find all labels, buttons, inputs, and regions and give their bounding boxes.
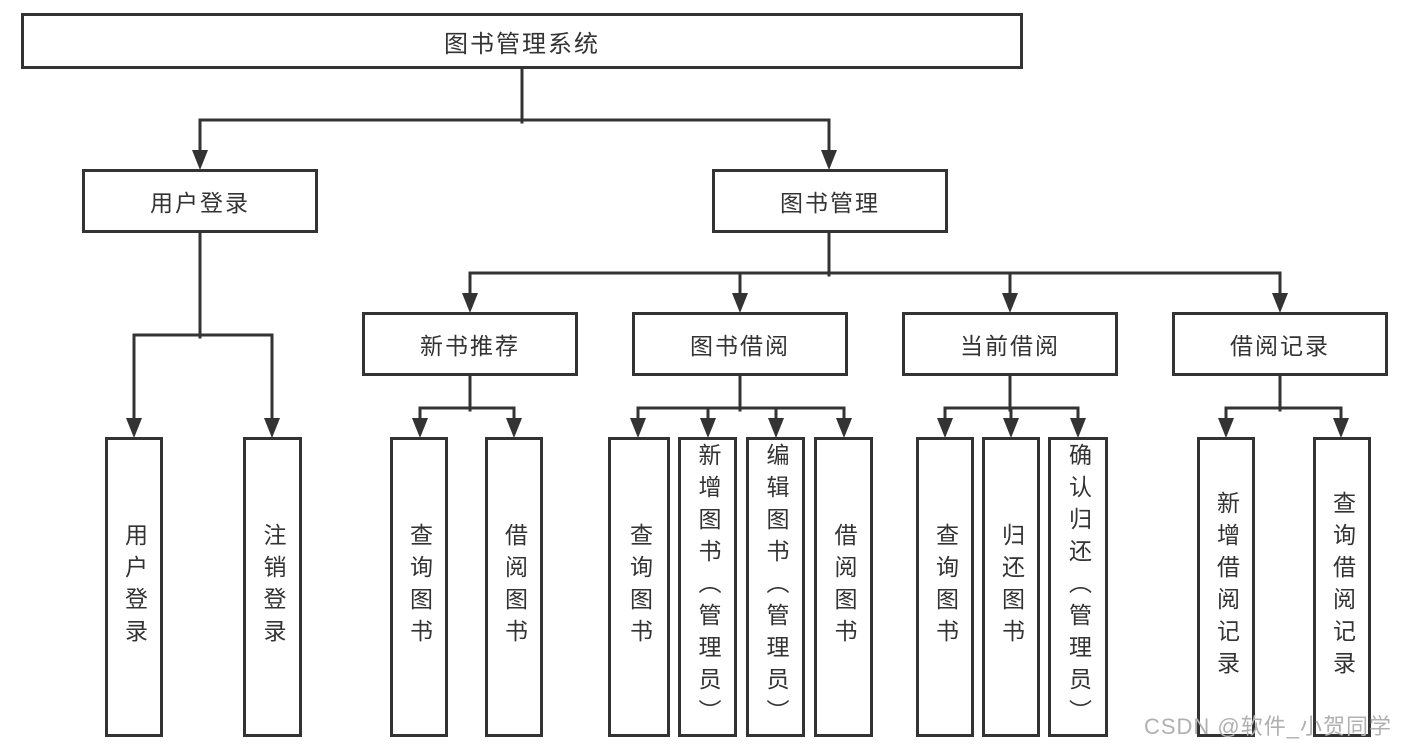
- connector-arrowhead-icon: [836, 418, 852, 438]
- connector-arrowhead-icon: [462, 293, 478, 313]
- leaf-cb-return-book: 归还图书: [982, 437, 1040, 737]
- leaf-bb-query-book: 查询图书: [608, 437, 670, 737]
- connector-arrowhead-icon: [1272, 293, 1288, 313]
- connector-arrowhead-icon: [768, 418, 784, 438]
- connector-arrowhead-icon: [1003, 418, 1019, 438]
- connector-arrowhead-icon: [630, 418, 646, 438]
- csdn-watermark: CSDN @软件_小贺同学: [1143, 714, 1392, 739]
- leaf-user-login: 用户登录: [105, 437, 163, 737]
- connector-arrowhead-icon: [732, 293, 748, 313]
- connector-arrowhead-icon: [264, 418, 280, 438]
- leaf-br-add-record: 新增借阅记录: [1197, 437, 1255, 737]
- leaf-br-query-record: 查询借阅记录: [1313, 437, 1371, 737]
- node-book-management: 图书管理: [712, 169, 948, 233]
- leaf-bb-borrow-book: 借阅图书: [814, 437, 873, 737]
- connector-arrowhead-icon: [506, 418, 522, 438]
- leaf-logout-login: 注销登录: [243, 437, 302, 737]
- leaf-bb-edit-book-admin: 编辑图书（管理员）: [746, 437, 805, 737]
- leaf-cb-query-book: 查询图书: [916, 437, 974, 737]
- connector-arrowhead-icon: [1070, 418, 1086, 438]
- connector-arrowhead-icon: [821, 150, 837, 170]
- leaf-nb-query-book: 查询图书: [390, 437, 448, 737]
- connector-arrowhead-icon: [1333, 418, 1349, 438]
- node-user-login: 用户登录: [82, 169, 318, 233]
- connector-arrowhead-icon: [126, 418, 142, 438]
- node-borrow-records: 借阅记录: [1172, 312, 1388, 376]
- connector-arrowhead-icon: [1218, 418, 1234, 438]
- leaf-nb-borrow-book: 借阅图书: [485, 437, 543, 737]
- connector-arrowhead-icon: [412, 418, 428, 438]
- node-book-borrow: 图书借阅: [632, 312, 848, 376]
- node-current-borrow: 当前借阅: [902, 312, 1118, 376]
- connector-arrowhead-icon: [192, 150, 208, 170]
- connector-arrowhead-icon: [937, 418, 953, 438]
- leaf-cb-confirm-return-admin: 确认归还（管理员）: [1048, 437, 1108, 737]
- node-library-system: 图书管理系统: [21, 13, 1023, 69]
- leaf-bb-add-book-admin: 新增图书（管理员）: [678, 437, 737, 737]
- connector-arrowhead-icon: [1002, 293, 1018, 313]
- connector-arrowhead-icon: [700, 418, 716, 438]
- node-new-book-recommend: 新书推荐: [362, 312, 578, 376]
